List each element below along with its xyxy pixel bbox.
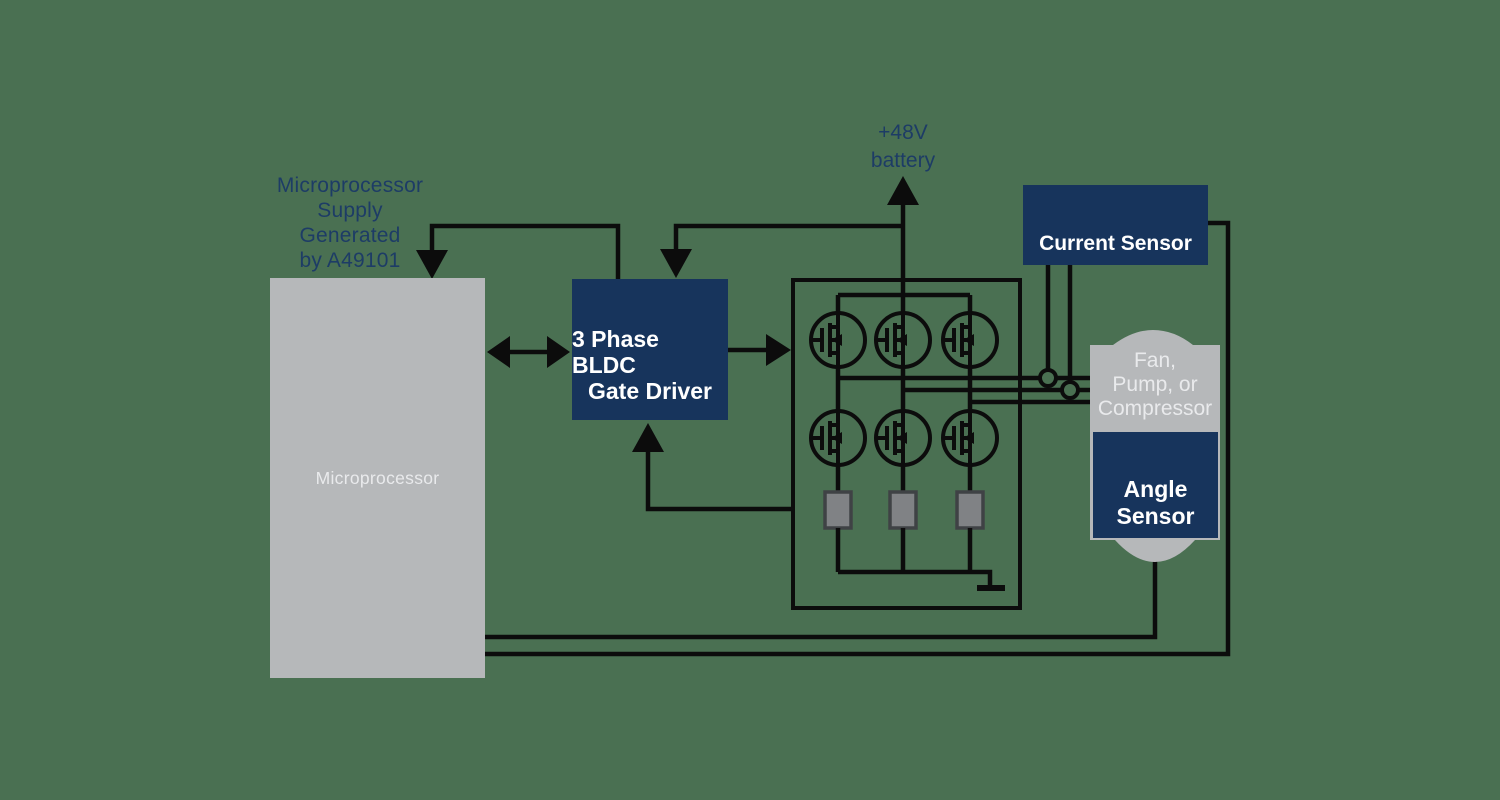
supply-line <box>416 223 621 279</box>
current-sense-taps <box>1038 262 1080 400</box>
current-sensor-label: Current Sensor <box>1039 232 1192 255</box>
arrow-up-into-gate-driver <box>632 423 664 452</box>
mosfet-symbol <box>941 311 999 369</box>
ground-bus <box>835 528 1005 591</box>
arrow-right-into-gate-driver <box>547 336 570 368</box>
battery-label: +48V battery <box>843 119 963 175</box>
battery-label-line1: +48V <box>878 121 928 144</box>
mosfet-symbol <box>809 311 867 369</box>
microprocessor-block: Microprocessor <box>270 278 485 678</box>
motor-label-line1: Fan, <box>1133 349 1177 372</box>
mosfet-symbol <box>809 409 867 467</box>
angle-sensor-output-line <box>485 556 1158 640</box>
mosfet-symbol <box>874 311 932 369</box>
supply-note-line2: Supply <box>317 199 383 222</box>
angle-sensor-block: Angle Sensor <box>1093 432 1218 538</box>
microprocessor-label: Microprocessor <box>315 467 440 488</box>
shunt-resistors <box>823 490 985 530</box>
dc-bus <box>835 292 973 313</box>
gate-driver-label-line2: Gate Driver <box>587 378 712 404</box>
shunt-resistor <box>823 490 853 530</box>
motor-label: Fan, Pump, or Compressor <box>1090 349 1220 421</box>
arrow-left-into-microprocessor <box>487 336 510 368</box>
gate-drive-arrow <box>728 334 791 366</box>
supply-note: Microprocessor Supply Generated by A4910… <box>250 173 450 273</box>
inverter-bridge-outline <box>791 278 1022 610</box>
arrow-down-into-microprocessor <box>416 250 448 279</box>
angle-sensor-label-line2: Sensor <box>1116 503 1195 529</box>
current-sensor-output-line <box>485 220 1231 657</box>
motor-label-line2: Pump, or <box>1112 373 1198 396</box>
angle-sensor-label-line1: Angle <box>1123 476 1188 502</box>
mosfet-symbol <box>874 409 932 467</box>
current-sensor-block: Current Sensor <box>1023 185 1208 265</box>
shunt-resistor <box>888 490 918 530</box>
supply-note-line4: by A49101 <box>299 249 401 272</box>
current-sense-ring <box>1038 368 1058 388</box>
current-sense-ring <box>1060 380 1080 400</box>
spi-bidirectional-arrow <box>487 336 570 368</box>
shunt-resistor <box>955 490 985 530</box>
gate-driver-block: 3 Phase BLDC Gate Driver <box>572 279 728 420</box>
mosfet-symbol <box>941 409 999 467</box>
supply-note-line3: Generated <box>299 224 401 247</box>
supply-note-line1: Microprocessor <box>276 174 424 197</box>
bridge-feedback-line <box>632 423 793 512</box>
battery-label-line2: battery <box>870 149 936 172</box>
arrow-down-into-gate-driver <box>660 249 692 278</box>
arrow-right-into-bridge <box>766 334 791 366</box>
battery-line <box>660 176 919 295</box>
arrow-up-to-battery <box>887 176 919 205</box>
gate-driver-label-line1: 3 Phase BLDC <box>572 326 659 378</box>
motor-label-line3: Compressor <box>1097 397 1213 420</box>
